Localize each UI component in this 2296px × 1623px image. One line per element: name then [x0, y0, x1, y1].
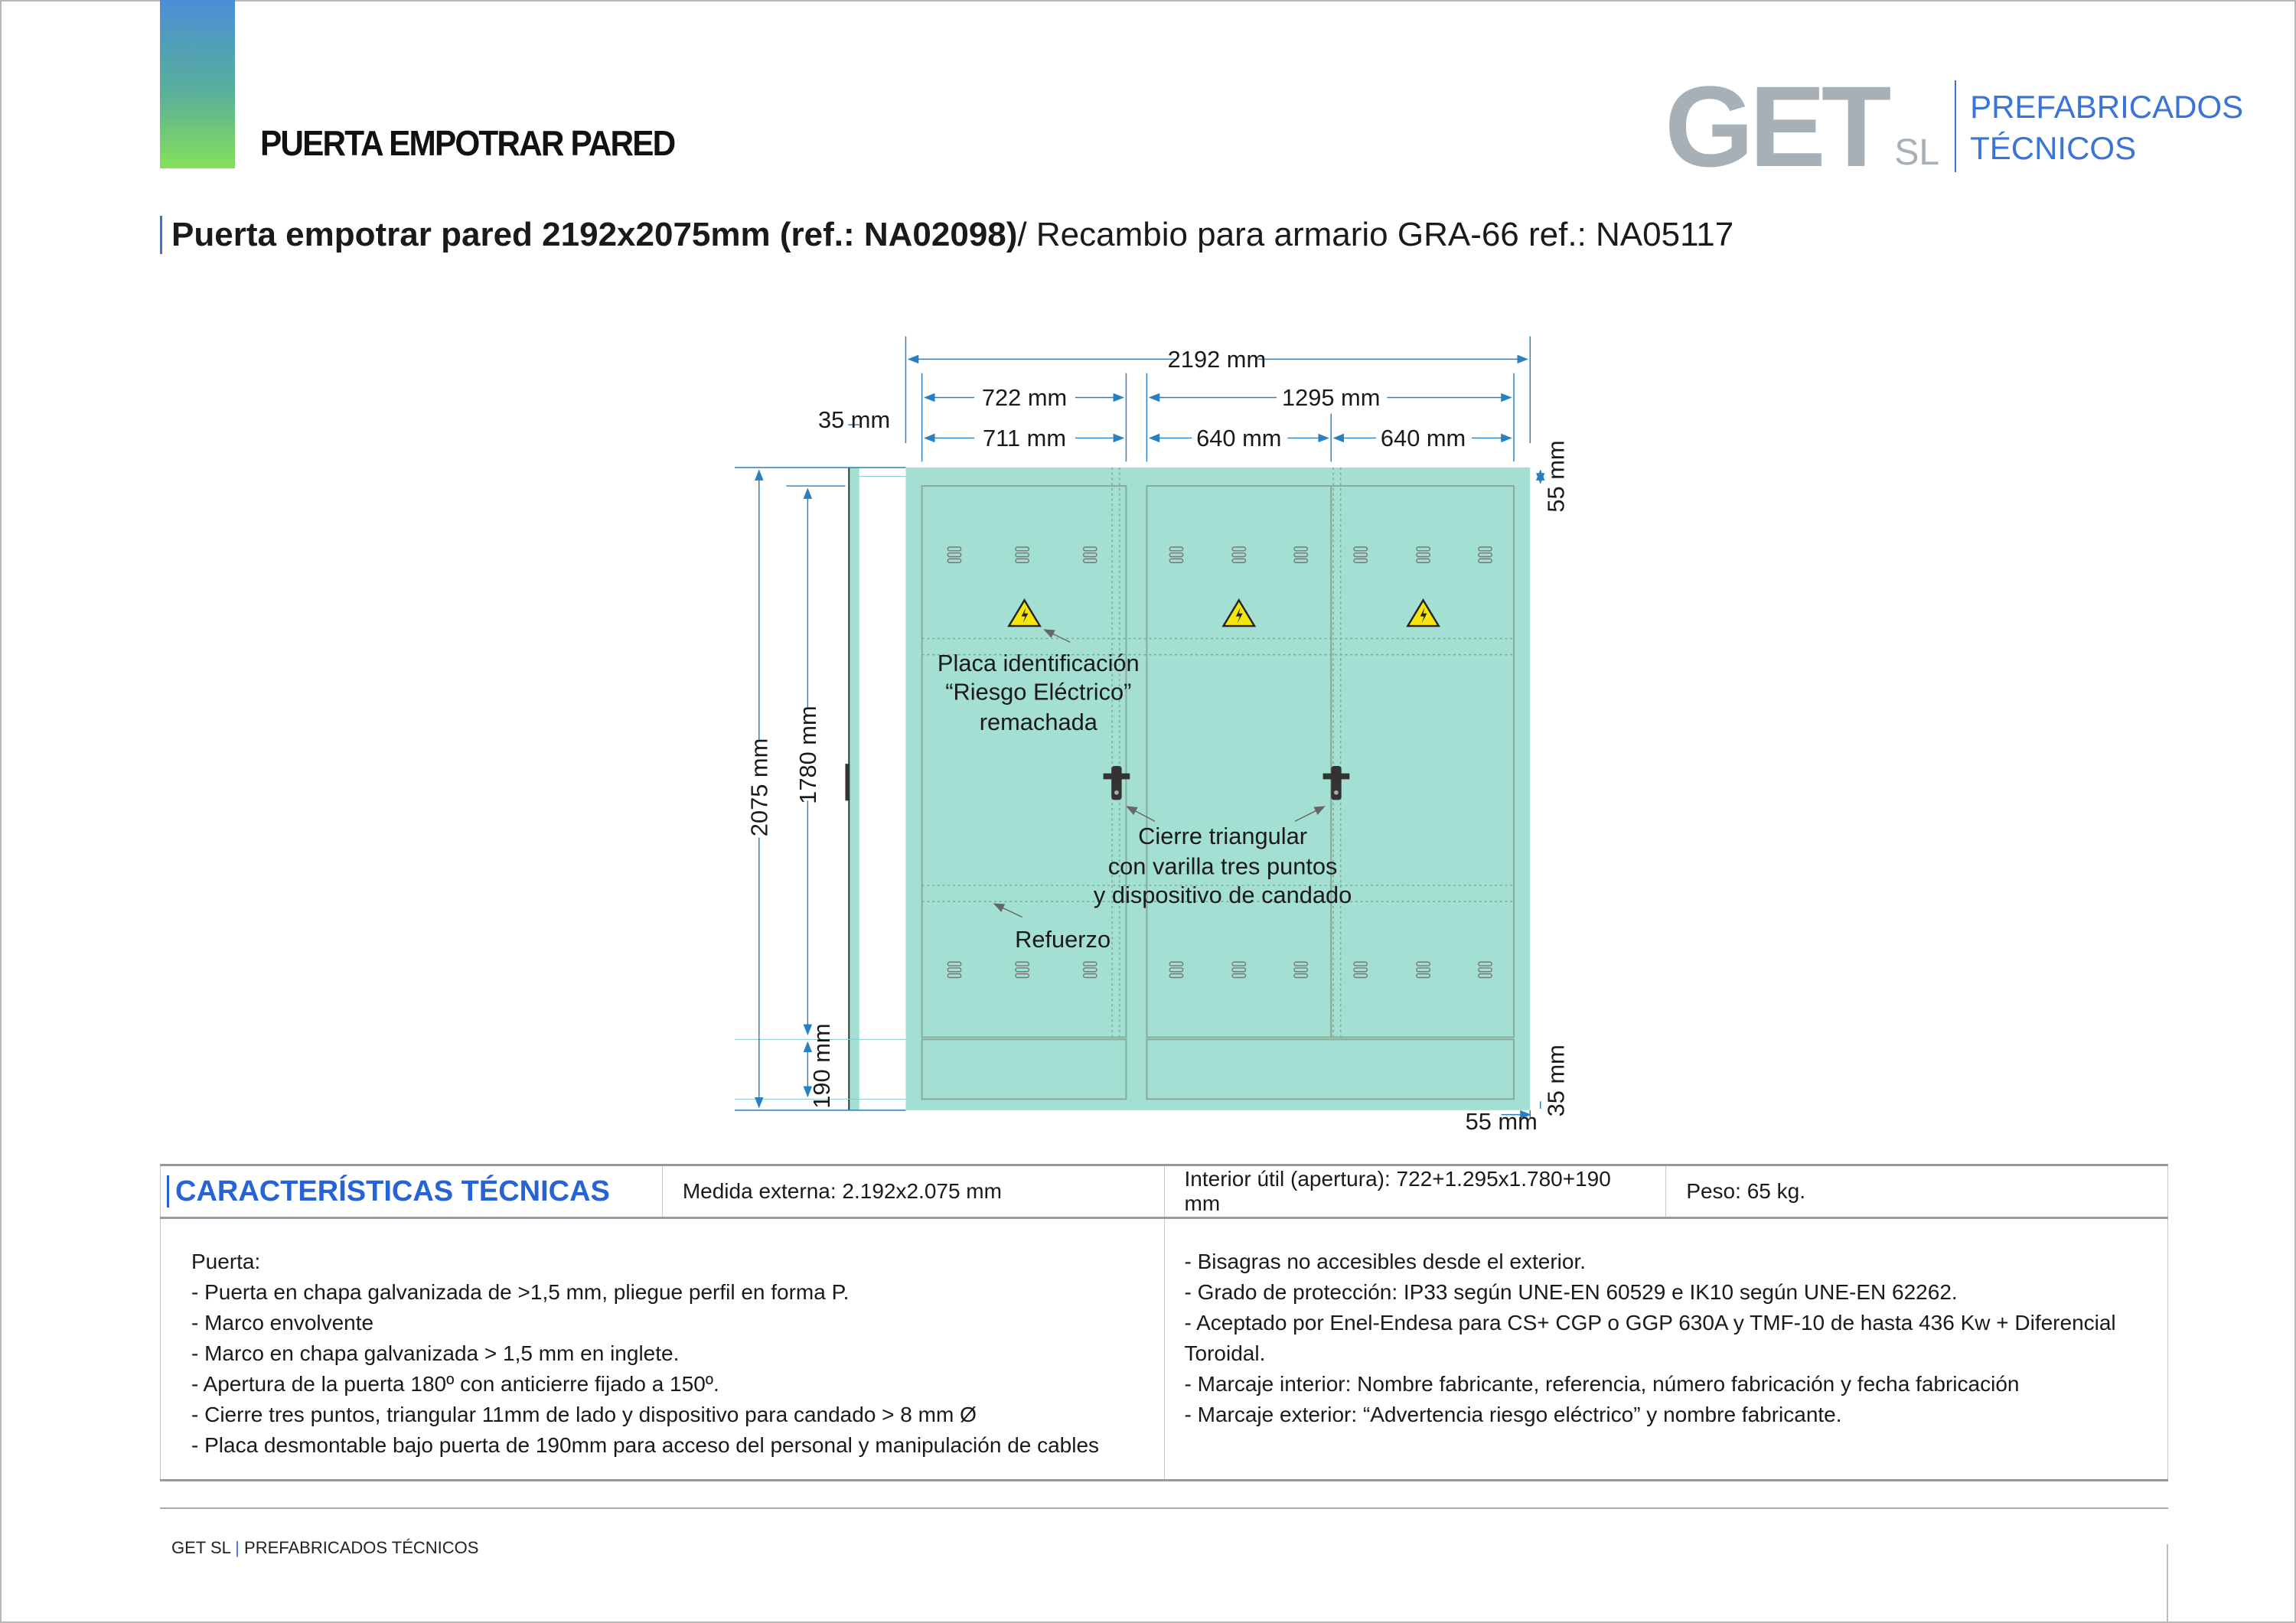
logo-suffix: SL — [1894, 132, 1940, 173]
specs-table: CARACTERÍSTICAS TÉCNICAS Medida externa:… — [160, 1164, 2169, 1481]
frame-side-view — [848, 467, 859, 1110]
spec-item: - Placa desmontable bajo puerta de 190mm… — [191, 1433, 1100, 1457]
specs-left-list: Puerta: - Puerta en chapa galvanizada de… — [160, 1217, 1165, 1481]
logo-mark: GET — [1665, 62, 1891, 191]
label-cierre-3: y dispositivo de candado — [1094, 882, 1352, 908]
bottom-plate-left — [921, 1038, 1127, 1100]
spec-item: - Bisagras no accesibles desde el exteri… — [1184, 1250, 1587, 1273]
spec-item: - Marcaje interior: Nombre fabricante, r… — [1184, 1372, 2020, 1396]
product-subtitle: Puerta empotrar pared 2192x2075mm (ref.:… — [160, 216, 1733, 254]
dim-side-margin: 55 mm — [1466, 1108, 1538, 1133]
label-placa-2: “Riesgo Eléctrico” — [945, 678, 1131, 705]
spec-item: - Marco en chapa galvanizada > 1,5 mm en… — [191, 1341, 680, 1365]
label-cierre-2: con varilla tres puntos — [1108, 853, 1338, 880]
door-frame — [905, 467, 1531, 1110]
specs-right-list: - Bisagras no accesibles desde el exteri… — [1163, 1217, 2169, 1481]
footer-text: GET SL | PREFABRICADOS TÉCNICOS — [171, 1538, 478, 1558]
dim-left-inner: 711 mm — [983, 425, 1066, 451]
spec-item: Puerta: — [191, 1250, 261, 1273]
spec-interior: Interior útil (apertura): 722+1.295x1.78… — [1163, 1164, 1667, 1219]
subtitle-bold: Puerta empotrar pared 2192x2075mm (ref.:… — [171, 216, 1018, 253]
dim-total-width: 2192 mm — [1168, 346, 1266, 373]
spec-item: - Cierre tres puntos, triangular 11mm de… — [191, 1403, 977, 1426]
footer-company: GET SL — [171, 1538, 231, 1557]
label-refuerzo: Refuerzo — [1015, 926, 1110, 953]
dim-bottom-margin: 35 mm — [1543, 1045, 1570, 1116]
spec-item: - Grado de protección: IP33 según UNE-EN… — [1184, 1280, 1958, 1304]
logo-line2: TÉCNICOS — [1970, 130, 2137, 166]
door-leaf-left — [921, 485, 1127, 1038]
spec-item: - Apertura de la puerta 180º con anticie… — [191, 1372, 719, 1396]
dim-mid-inner: 640 mm — [1196, 425, 1281, 451]
footer-divider — [160, 1507, 2168, 1509]
dim-right-inner: 640 mm — [1381, 425, 1466, 451]
door-leaf-right — [1330, 485, 1515, 1038]
spec-item: - Marcaje exterior: “Advertencia riesgo … — [1184, 1403, 1842, 1426]
side-lock-icon — [845, 764, 850, 801]
footer-tagline: PREFABRICADOS TÉCNICOS — [244, 1538, 479, 1557]
label-placa-1: Placa identificación — [938, 650, 1140, 676]
dim-top-margin: 55 mm — [1543, 440, 1570, 512]
dim-frame: 35 mm — [818, 406, 890, 433]
logo-text: PREFABRICADOS TÉCNICOS — [1970, 86, 2243, 172]
dim-door-height: 1780 mm — [794, 706, 821, 803]
label-cierre-1: Cierre triangular — [1138, 823, 1307, 849]
footer-separator: | — [235, 1538, 240, 1557]
reinforcement-lines — [921, 467, 1515, 1038]
spec-item: - Marco envolvente — [191, 1311, 374, 1335]
specs-heading: CARACTERÍSTICAS TÉCNICAS — [167, 1175, 610, 1207]
logo-divider — [1955, 80, 1957, 172]
spec-item: - Aceptado por Enel-Endesa para CS+ CGP … — [1184, 1311, 2116, 1365]
label-placa-3: remachada — [980, 709, 1098, 735]
subtitle-normal: / Recambio para armario GRA-66 ref.: NA0… — [1017, 216, 1734, 253]
dim-left-width: 722 mm — [982, 384, 1067, 411]
bottom-plate-right — [1146, 1038, 1515, 1100]
spec-item: - Puerta en chapa galvanizada de >1,5 mm… — [191, 1280, 850, 1304]
company-logo: GET SL PREFABRICADOS TÉCNICOS — [1665, 62, 2243, 191]
dim-right-width: 1295 mm — [1282, 384, 1380, 411]
dimension-lines — [735, 336, 1545, 1119]
footer-vertical-rule — [2167, 1544, 2168, 1623]
dim-total-height: 2075 mm — [745, 738, 772, 836]
page-title: PUERTA EMPOTRAR PARED — [260, 123, 676, 163]
dim-plate-height: 190 mm — [808, 1023, 835, 1108]
logo-line1: PREFABRICADOS — [1970, 89, 2244, 125]
spec-peso: Peso: 65 kg. — [1665, 1164, 2168, 1219]
gradient-accent-bar — [160, 0, 235, 168]
door-diagram: 2192 mm 722 mm 1295 mm 711 mm 640 mm 640… — [735, 336, 1570, 1133]
spec-medida: Medida externa: 2.192x2.075 mm — [661, 1164, 1165, 1219]
